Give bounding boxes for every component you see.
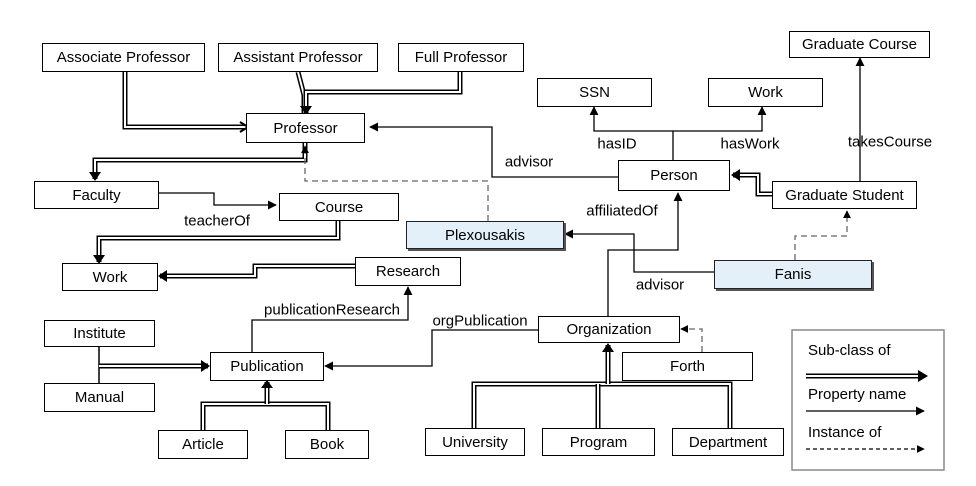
edge-full-to-professor [300, 72, 463, 115]
edge-associate-to-professor [122, 72, 250, 133]
edge-publication-research [251, 286, 413, 352]
edge-teacher-of [159, 192, 277, 210]
node-fanis: Fanis [714, 260, 872, 289]
node-plexousakis: Plexousakis [406, 221, 564, 249]
node-full-professor: Full Professor [398, 43, 524, 72]
label-publication-research: publicationResearch [264, 301, 400, 319]
node-article: Article [158, 430, 248, 459]
legend-subclass-label: Sub-class of [808, 342, 891, 359]
edge-orgs-to-organization [471, 343, 733, 428]
edge-org-publication [324, 329, 538, 371]
edge-advisor-person-professor [369, 122, 618, 178]
label-advisor-fanis: advisor [635, 276, 685, 294]
instance-edges [301, 145, 851, 352]
node-department: Department [672, 428, 784, 456]
label-affiliated-of: affiliatedOf [586, 202, 658, 220]
edge-graduate-student-to-person [731, 169, 772, 197]
edge-plexousakis-instance-professor [301, 145, 489, 221]
edge-research-to-work [158, 263, 355, 282]
label-org-publication: orgPublication [432, 312, 528, 330]
edge-has-work [673, 106, 767, 132]
node-faculty: Faculty [34, 181, 159, 209]
node-associate-professor: Associate Professor [42, 43, 205, 72]
node-organization: Organization [538, 316, 680, 343]
edge-fanis-instance-graduate-student [794, 210, 851, 260]
legend-subclass-arrow [806, 370, 928, 382]
node-professor: Professor [246, 113, 365, 143]
node-research: Research [355, 257, 461, 286]
edge-affiliated-of [607, 192, 683, 316]
legend-instance-label: Instance of [808, 424, 882, 441]
edge-has-id [589, 106, 674, 160]
legend [791, 329, 945, 471]
node-course: Course [279, 193, 399, 221]
node-publication: Publication [210, 352, 324, 381]
node-work-left: Work [62, 263, 158, 291]
edge-advisor-fanis [564, 229, 714, 273]
node-book: Book [285, 430, 369, 459]
label-advisor-person: advisor [504, 153, 554, 171]
edge-institute-manual-to-publication [98, 347, 210, 383]
node-institute: Institute [44, 320, 155, 347]
node-graduate-student: Graduate Student [772, 181, 917, 209]
label-has-work: hasWork [720, 135, 780, 153]
node-ssn: SSN [537, 78, 652, 107]
node-manual: Manual [44, 383, 155, 412]
node-graduate-course: Graduate Course [789, 31, 930, 58]
property-edges [159, 57, 865, 371]
node-assistant-professor: Assistant Professor [218, 43, 378, 72]
subclass-edges [89, 71, 772, 430]
legend-property-label: Property name [808, 386, 907, 403]
node-forth: Forth [622, 352, 753, 381]
label-teacher-of: teacherOf [184, 212, 250, 230]
node-program: Program [542, 428, 655, 456]
label-takes-course: takesCourse [847, 133, 933, 151]
edge-course-to-work [93, 221, 341, 264]
label-has-id: hasID [597, 135, 637, 153]
node-work-top: Work [708, 78, 823, 107]
edge-professor-to-faculty [89, 143, 308, 181]
edge-forth-instance-organization [680, 325, 703, 352]
edge-article-book-to-publication [200, 380, 331, 430]
node-person: Person [618, 160, 730, 191]
node-university: University [425, 428, 525, 456]
